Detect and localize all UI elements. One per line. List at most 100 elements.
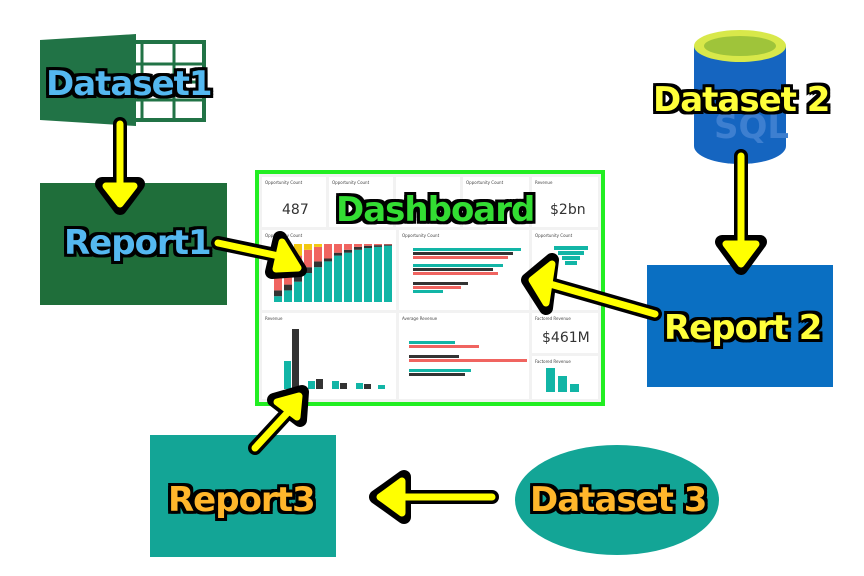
bar [284,361,291,389]
stack-segment [274,296,282,302]
bar [413,268,493,271]
bar [413,282,468,285]
bar [340,383,347,389]
stack-segment [354,244,362,247]
kpi-tile: Opportunity Count 487 [262,177,326,227]
dashboard-label: Dashboard [336,190,535,230]
average-revenue-tile: Average Revenue [399,313,529,399]
report2-box [647,265,833,387]
bar [308,381,315,389]
stack-segment [374,244,382,246]
kpi-tile: Opportunity Count [463,177,529,227]
kpi-tile [396,177,460,227]
tile-title: Opportunity Count [466,180,504,185]
bar [356,383,363,389]
bar [292,329,299,389]
stack-segment [294,244,302,256]
funnel-chart [554,246,588,265]
bar [316,379,323,389]
factored-revenue-tile: Factored Revenue [532,356,598,399]
kpi-tile: Revenue $2bn [532,177,598,227]
stack-segment [364,245,372,249]
stack-segment [354,249,362,302]
grouped-bar-tile: Opportunity Count [399,230,529,310]
revenue-column-chart [284,329,385,389]
stack-segment [334,255,342,302]
bar [332,381,339,389]
report1-box [40,183,227,305]
stack-segment [324,258,332,262]
stack-segment [284,284,292,291]
stack-segment [274,273,282,291]
factored-revenue-chart [546,368,579,392]
tile-title: Opportunity Count [265,180,303,185]
stack-segment [314,261,322,268]
stack-segment [314,246,322,262]
average-revenue-chart [409,341,527,376]
bar [413,248,521,251]
dataset1-label: Dataset1 [46,64,213,104]
tile-title: Opportunity Count [535,233,573,238]
revenue-column-tile: Revenue [262,313,396,399]
stack-segment [374,246,382,302]
dataset2-label: Dataset 2 [653,80,830,120]
stack-segment [344,244,352,250]
bar [413,290,443,293]
stack-segment [374,245,382,247]
stack-segment [324,244,332,259]
stack-segment [334,244,342,253]
bar [378,385,385,389]
tile-title: Revenue [535,180,553,185]
bar [570,384,579,392]
stack-segment [294,281,302,302]
bar [413,286,461,289]
kpi-value: $2bn [550,202,586,218]
stack-segment [324,261,332,302]
stack-segment [384,245,392,302]
dataset3-label: Dataset 3 [530,480,707,520]
bar [409,359,527,362]
bar [558,376,567,392]
bar [413,272,498,275]
bar [409,345,479,348]
funnel-bar [554,246,588,250]
bar [413,252,513,255]
funnel-bar [565,261,577,265]
kpi-tile: Opportunity Count [329,177,393,227]
stack-segment [334,252,342,256]
report1-label: Report1 [64,223,212,263]
bar [413,256,508,259]
tile-title: Revenue [265,316,283,321]
bar [409,373,465,376]
stack-segment [304,244,312,250]
stack-segment [344,249,352,253]
bar [409,369,471,372]
report3-label: Report3 [168,480,316,520]
stack-segment [364,248,372,302]
kpi-tile: Factored Revenue $461M [532,313,598,353]
bar [364,384,371,389]
bar [413,264,503,267]
kpi-value: 487 [282,202,309,218]
stack-segment [304,273,312,302]
funnel-bar [558,251,584,255]
stack-segment [344,252,352,302]
stack-segment [284,290,292,302]
stack-segment [304,249,312,268]
report3-box [150,435,336,557]
tile-title: Factored Revenue [535,359,571,364]
dataset3-ellipse [515,445,719,555]
stack-segment [354,246,362,250]
stack-segment [274,290,282,297]
bar [546,368,555,392]
stack-segment [384,244,392,246]
report2-label: Report 2 [664,308,822,348]
sql-database-icon: SQL [694,30,788,164]
stack-segment [364,244,372,246]
stack-segment [314,244,322,247]
stack-segment [384,244,392,245]
stack-segment [294,275,302,282]
tile-title: Factored Revenue [535,316,571,321]
bar [409,355,459,358]
svg-text:SQL: SQL [714,107,788,147]
